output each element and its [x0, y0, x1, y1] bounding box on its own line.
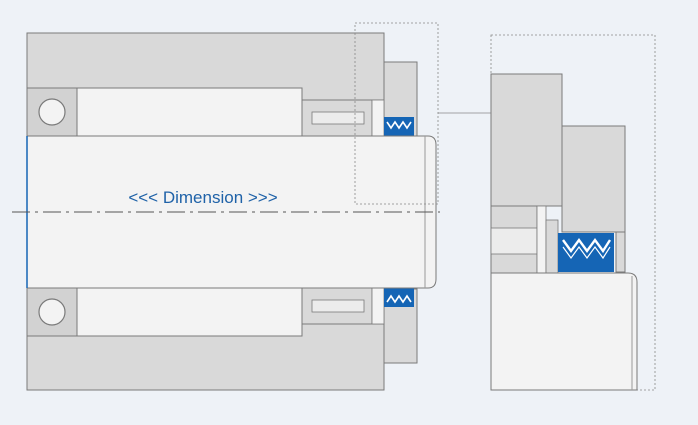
detail-view [490, 34, 656, 391]
detail-selection-box [354, 22, 439, 205]
spacer-top [76, 87, 303, 137]
ring-top-inner [311, 111, 365, 125]
ball-bearing-icon [38, 98, 66, 126]
detail-ring-inner [490, 227, 538, 255]
detail-end-cover [561, 125, 626, 237]
gap-top [371, 99, 385, 137]
detail-shaft [490, 272, 638, 391]
dimension-label: <<< Dimension >>> [128, 188, 277, 207]
lip-seal-icon [558, 233, 614, 272]
gap-bottom [371, 287, 385, 325]
lip-seal-icon [384, 288, 414, 307]
spacer-bottom [76, 287, 303, 337]
detail-gap [536, 205, 547, 274]
main-section: <<< Dimension >>> [12, 22, 491, 391]
detail-gap-2 [545, 219, 559, 274]
ball-bearing-icon [38, 298, 66, 326]
ring-bottom-inner [311, 299, 365, 313]
lip-seal-icon [384, 117, 414, 136]
detail-housing [490, 73, 563, 207]
detail-cover-lip [615, 231, 626, 273]
